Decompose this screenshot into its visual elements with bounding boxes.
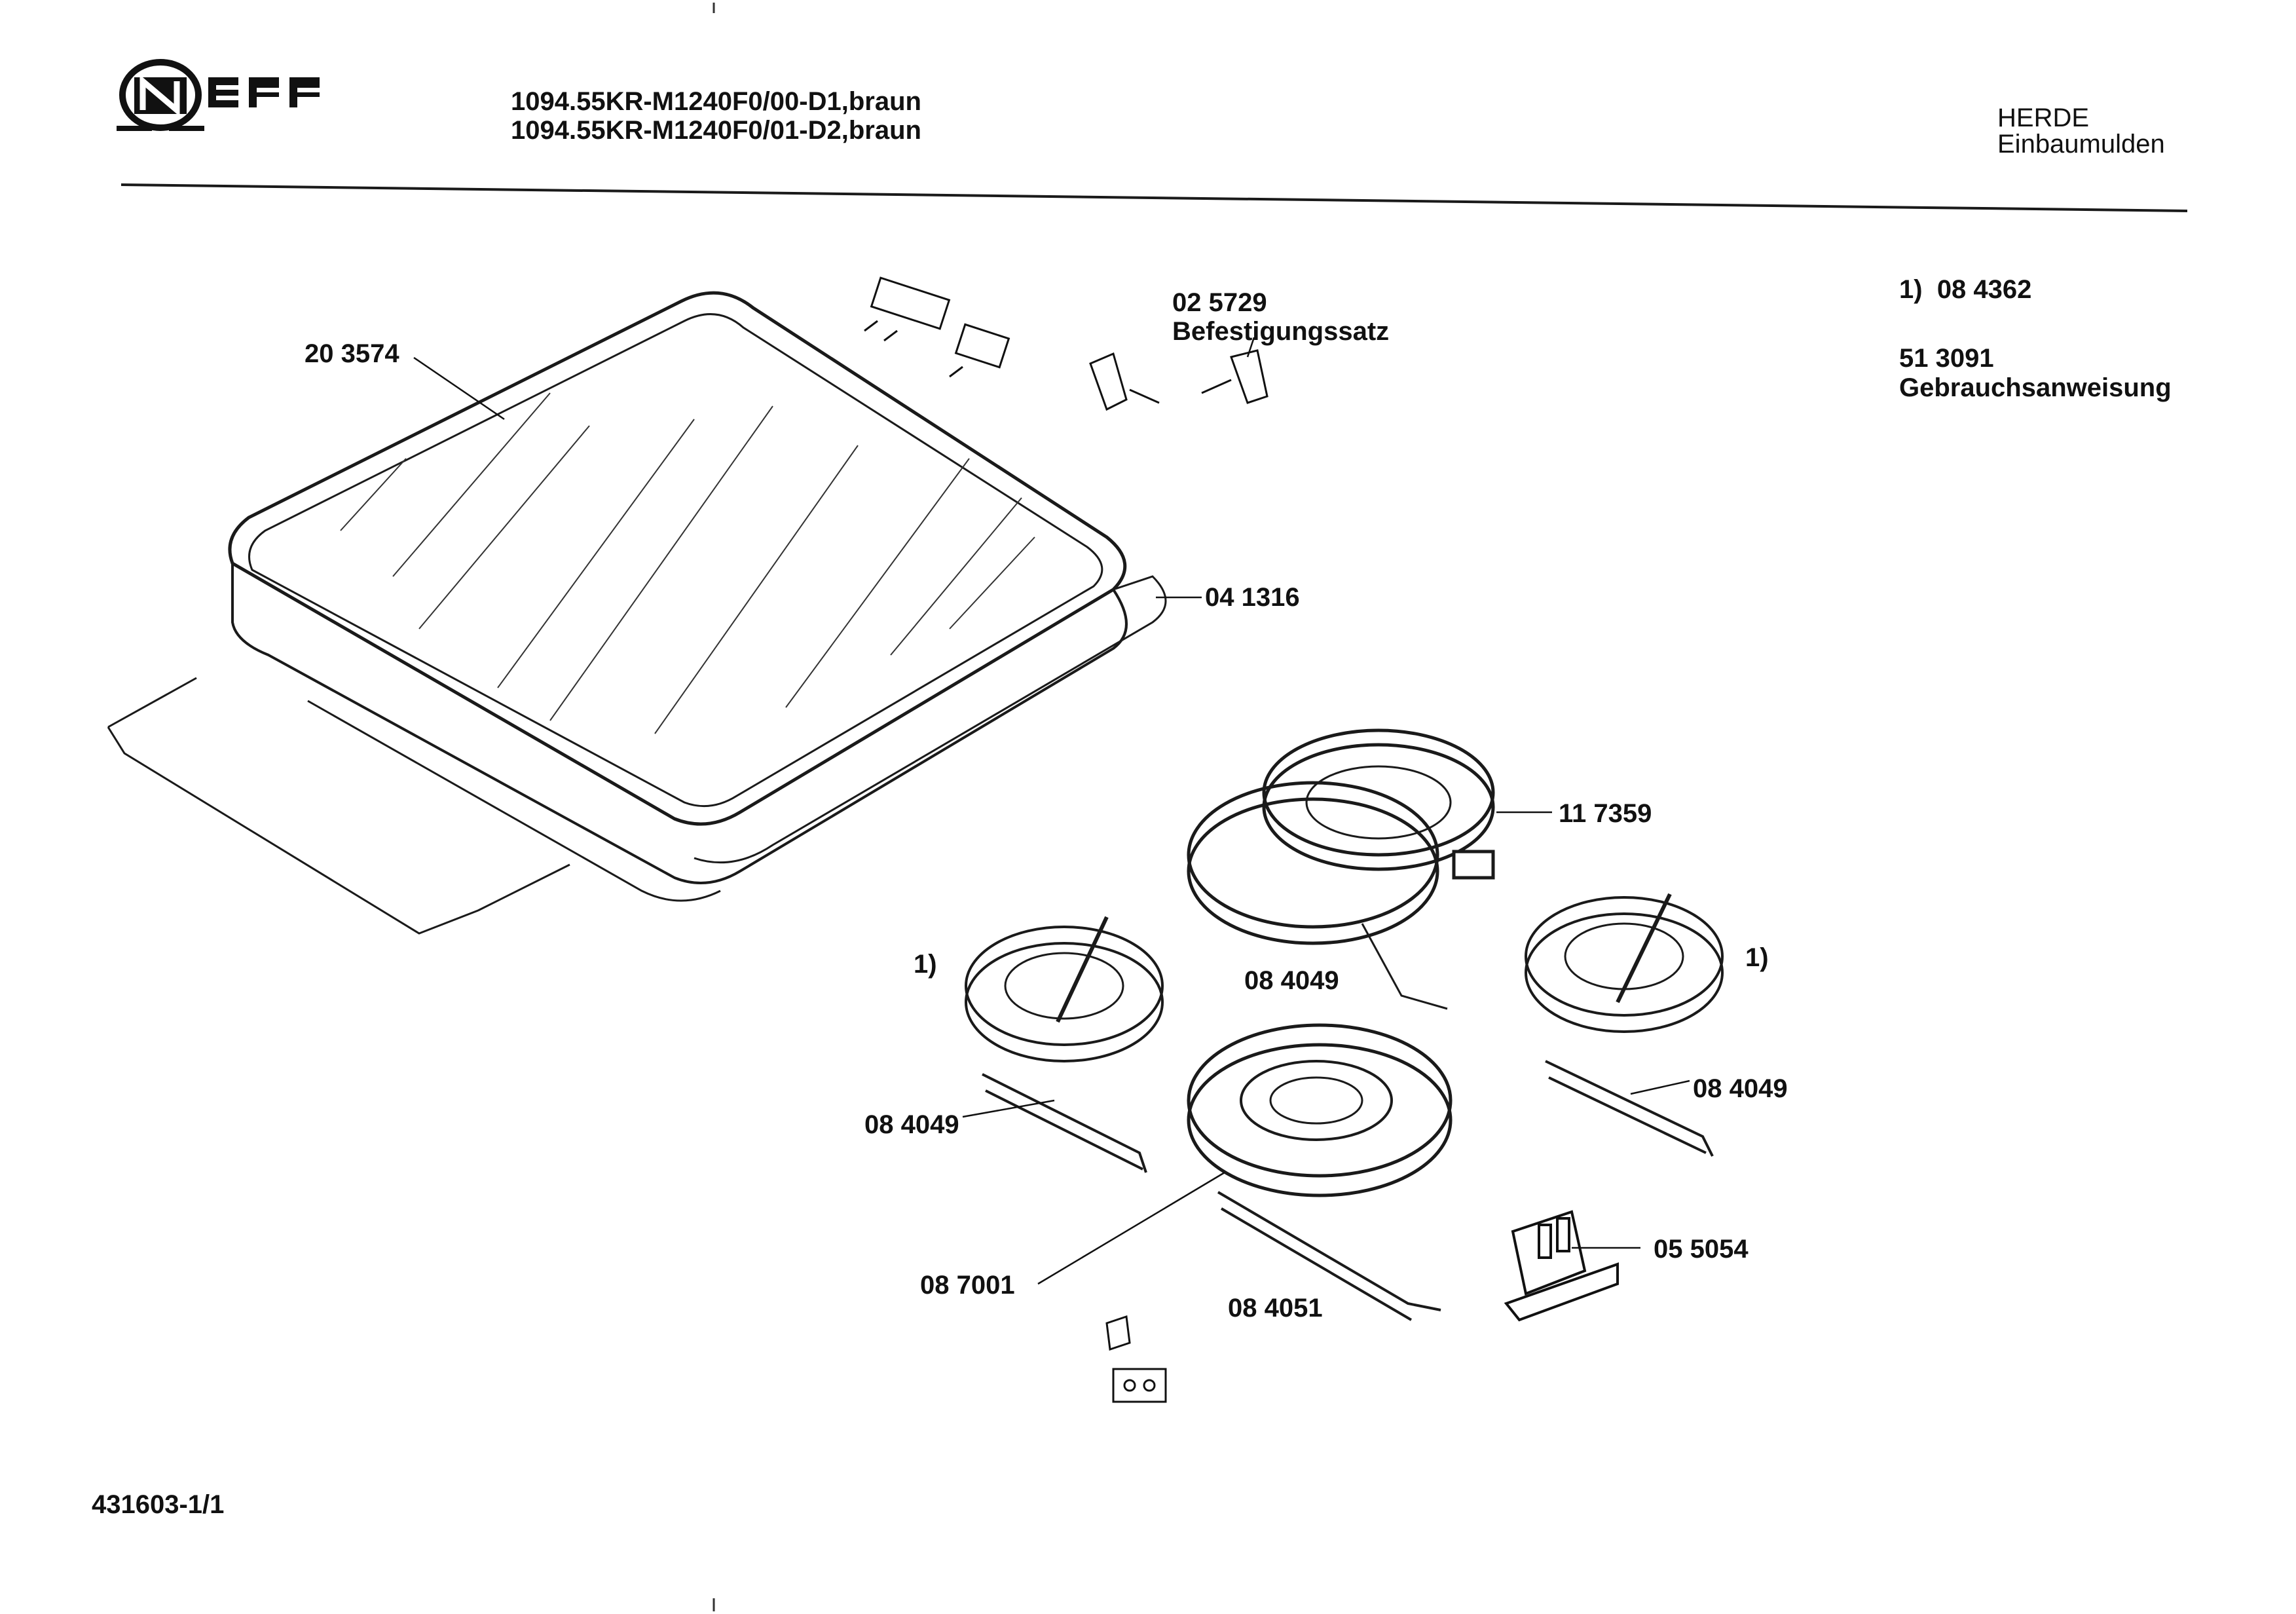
extra-item-1: 1) 08 4362 (1899, 275, 2031, 305)
label-bracket-center: 08 4049 (1244, 966, 1339, 995)
label-seal: 04 1316 (1205, 583, 1300, 612)
terminal-blocks-drawing (864, 276, 1010, 378)
model-line-2: 1094.55KR-M1240F0/01-D2,braun (511, 116, 921, 145)
label-switch: 05 5054 (1654, 1235, 1749, 1264)
double-hotplate-drawing (1187, 728, 1495, 1010)
bottom-terminal-drawing (1105, 1315, 1167, 1403)
label-fixing-set-number: 02 5729 (1172, 288, 1267, 317)
label-right-hotplate-marker: 1) (1745, 943, 1769, 972)
label-bracket-front: 08 4051 (1228, 1294, 1323, 1323)
extra-item-1-marker: 1) (1899, 275, 1923, 304)
label-double-hotplate: 11 7359 (1559, 799, 1652, 828)
extra-item-1-number: 08 4362 (1936, 275, 2032, 304)
right-hotplate-drawing (1525, 893, 1724, 1033)
extra-item-2-number: 51 3091 (1899, 344, 1994, 373)
extra-item-2-description: Gebrauchsanweisung (1899, 373, 2172, 402)
label-bracket-right: 08 4049 (1693, 1074, 1788, 1103)
neff-logo-icon (117, 59, 320, 131)
category-subtitle: Einbaumulden (1997, 130, 2165, 159)
label-bracket-left: 08 4049 (864, 1110, 959, 1139)
switch-drawing (1504, 1210, 1619, 1322)
mounting-brackets-drawing (982, 1060, 1714, 1321)
label-glass-top: 20 3574 (305, 339, 399, 368)
left-hotplate-drawing (965, 916, 1164, 1062)
label-fixing-set-name: Befestigungssatz (1172, 317, 1390, 346)
glass-cooktop-drawing (228, 291, 1167, 902)
model-line-1: 1094.55KR-M1240F0/00-D1,braun (511, 87, 921, 116)
front-hotplate-drawing (1187, 1023, 1453, 1197)
category-title: HERDE (1997, 103, 2090, 132)
label-front-hotplate: 08 7001 (920, 1271, 1015, 1300)
header-rule (120, 183, 2188, 212)
drawing-number: 431603-1/1 (92, 1490, 225, 1519)
label-left-hotplate-marker: 1) (914, 950, 937, 979)
fixing-set-drawing (1089, 349, 1268, 411)
leader-lines (413, 337, 1690, 1285)
